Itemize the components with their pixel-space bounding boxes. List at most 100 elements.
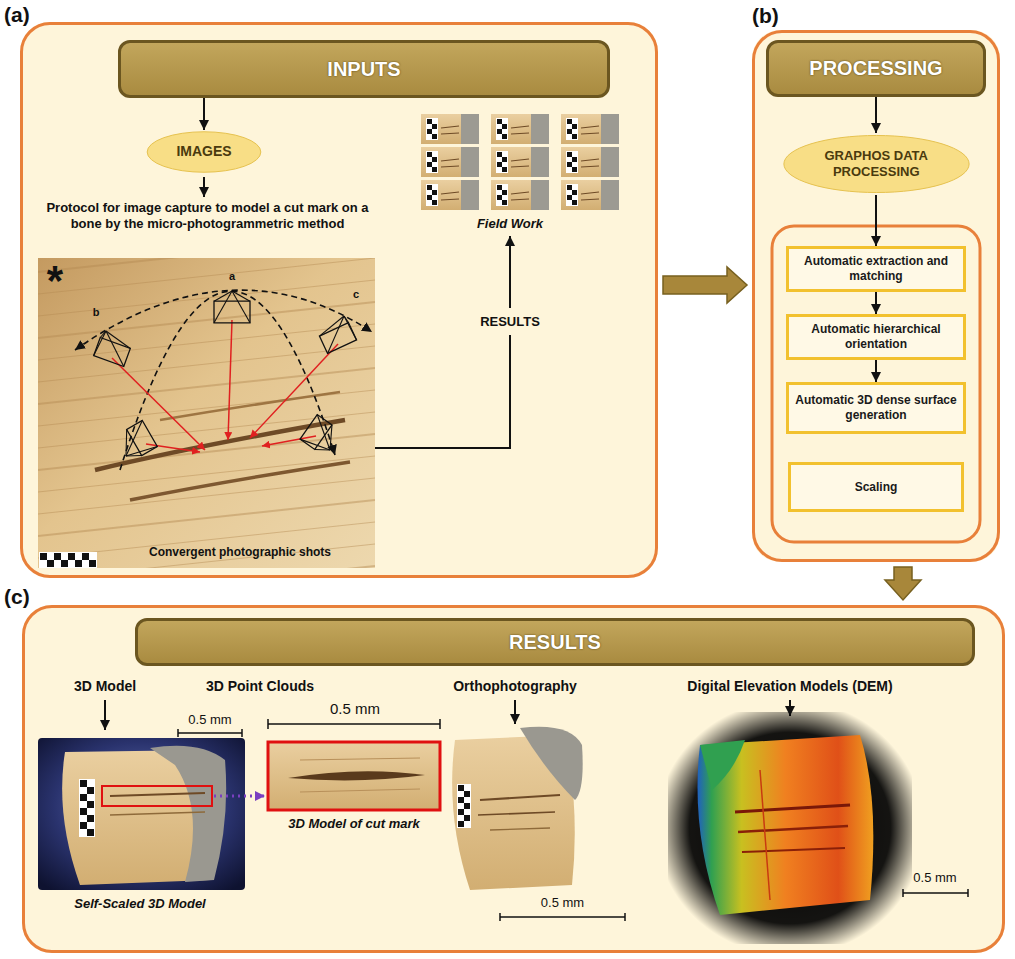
camera-symbol — [300, 439, 330, 450]
field-photo — [511, 133, 529, 134]
process-text: Automatic extraction and matching — [795, 254, 957, 284]
orthophoto — [464, 815, 470, 821]
panel-letter: (c) — [4, 584, 30, 610]
result-arrow — [514, 700, 516, 724]
field-photo — [502, 190, 507, 195]
scale-checker — [39, 552, 97, 568]
process-box: Scaling — [788, 462, 964, 512]
field-photo — [502, 167, 507, 172]
field-photo — [427, 119, 432, 124]
model-render — [80, 808, 87, 815]
result-label: 3D Point Clouds — [190, 678, 330, 696]
stage-panel: (a)INPUTSIMAGES — [20, 22, 658, 578]
field-photo — [567, 152, 572, 157]
camera-symbol — [300, 415, 332, 450]
field-photo — [497, 162, 502, 167]
field-photo — [572, 162, 577, 167]
field-photo — [561, 180, 619, 210]
field-photo — [432, 134, 437, 139]
field-photo — [432, 129, 437, 134]
field-photo — [581, 159, 599, 161]
process-text: Scaling — [855, 480, 898, 495]
camera-symbol — [127, 421, 158, 456]
field-photo — [572, 124, 577, 129]
panel-ground — [22, 605, 1005, 953]
field-photo — [581, 133, 599, 134]
scale-checker — [68, 560, 75, 567]
elevation-model — [700, 740, 745, 790]
flow-arrow — [875, 292, 877, 314]
result-label: Orthophotography — [435, 678, 595, 696]
camera-symbol — [126, 446, 157, 456]
scale-checker — [40, 553, 47, 560]
field-photo — [502, 134, 507, 139]
field-photo — [511, 166, 529, 167]
orthophoto — [490, 828, 550, 830]
camera-symbol — [344, 316, 357, 340]
field-photo — [427, 157, 432, 162]
orthophoto — [458, 785, 464, 791]
scale-bar — [500, 916, 625, 918]
result-label: 3D Model — [45, 678, 165, 696]
field-photo — [502, 157, 507, 162]
flow-arrow — [203, 98, 205, 130]
scale-checker — [82, 553, 89, 560]
field-photo — [427, 190, 432, 195]
field-photo — [432, 200, 437, 205]
field-photo — [561, 147, 619, 177]
photo-caption: Convergent photographic shots — [110, 545, 370, 560]
field-photo — [572, 129, 577, 134]
bone-photo — [38, 324, 375, 360]
field-photo — [572, 152, 577, 157]
camera-symbol — [319, 323, 356, 354]
field-photo — [427, 129, 432, 134]
step-ellipse: GRAPHOS DATA PROCESSING — [782, 133, 971, 195]
field-photo — [421, 180, 479, 210]
field-photo — [491, 147, 549, 177]
field-photo — [426, 118, 438, 140]
scale-bar — [903, 892, 968, 894]
field-photo — [491, 180, 549, 210]
ellipse-text: GRAPHOS DATA PROCESSING — [811, 148, 941, 181]
model-render — [87, 787, 94, 794]
panel-letter: (a) — [4, 2, 30, 28]
model-render — [87, 780, 94, 787]
block-arrow — [663, 267, 747, 303]
field-photo — [427, 124, 432, 129]
field-photo — [531, 114, 549, 144]
model-render — [102, 786, 212, 806]
bone-photo — [38, 280, 375, 316]
field-photo — [502, 129, 507, 134]
field-photo — [491, 147, 549, 177]
camera-symbol — [126, 455, 142, 457]
field-photo — [561, 147, 619, 177]
model-render — [38, 738, 265, 890]
panel-ground — [20, 22, 1005, 953]
orthophoto — [464, 809, 470, 815]
field-photo — [441, 126, 459, 128]
scale-checker — [47, 560, 54, 567]
bone-photo — [38, 544, 375, 568]
scale-bar — [178, 732, 242, 734]
model-render — [80, 815, 87, 822]
elevation-model — [698, 735, 874, 915]
bone-photo — [38, 368, 375, 404]
field-photo — [502, 119, 507, 124]
field-photo — [601, 147, 619, 177]
field-photo — [421, 114, 479, 144]
field-photo — [441, 159, 459, 161]
orthophoto — [458, 821, 464, 827]
orthophoto — [458, 815, 464, 821]
model-render — [79, 779, 95, 837]
field-photo — [502, 124, 507, 129]
field-photo — [572, 134, 577, 139]
orthophoto — [458, 809, 464, 815]
field-photo — [432, 167, 437, 172]
field-photo — [567, 157, 572, 162]
cut-mark-crop — [300, 758, 420, 760]
field-photo — [601, 180, 619, 210]
field-photo — [496, 118, 508, 140]
view-ray — [112, 320, 338, 452]
header-bar: RESULTS — [135, 618, 975, 666]
